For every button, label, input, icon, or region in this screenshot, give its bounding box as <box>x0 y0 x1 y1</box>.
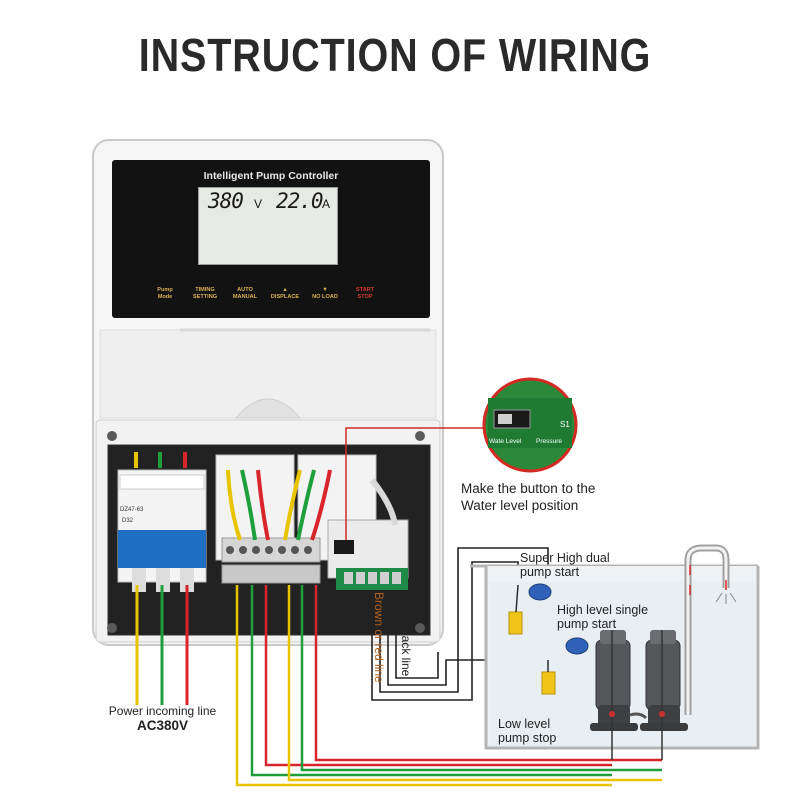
float-switches <box>508 583 589 695</box>
circuit-breaker <box>117 469 207 592</box>
displace-button[interactable]: ▲ DISPLACE <box>270 287 300 300</box>
down-arrow-icon: ▼ <box>322 287 328 293</box>
black-line-label: Black line <box>399 625 413 677</box>
switch-id-label: S1 <box>560 420 570 429</box>
high-level-note: High level single pump start <box>557 603 649 631</box>
submersible-pumps <box>590 630 688 760</box>
lcd-screen <box>198 187 338 265</box>
page-title: INSTRUCTION OF WIRING <box>138 29 652 81</box>
timing-setting-button[interactable]: TIMING SETTING <box>192 287 218 300</box>
control-board <box>327 478 409 590</box>
pressure-label: Pressure <box>536 438 563 445</box>
power-note: Power incoming line AC380V <box>108 704 217 733</box>
contactors <box>215 454 377 584</box>
start-stop-button[interactable]: START STOP <box>355 287 375 300</box>
water-level-label: Wate Level <box>489 438 522 445</box>
no-load-button[interactable]: ▼ NO LOAD <box>310 287 340 305</box>
controller-name: Intelligent Pump Controller <box>203 170 339 182</box>
breaker-rating: D32 <box>122 518 134 524</box>
switch-note: Make the button to the Water level posit… <box>461 481 596 513</box>
current-readout: 22.0 <box>276 189 324 213</box>
voltage-readout: 380 <box>208 189 244 213</box>
switch-magnifier <box>482 377 578 473</box>
current-unit: A <box>322 197 331 211</box>
breaker-model: DZ47-63 <box>120 507 144 513</box>
up-arrow-icon: ▲ <box>282 287 288 293</box>
super-high-note: Super High dual pump start <box>520 551 610 579</box>
auto-manual-button[interactable]: AUTO MANUAL <box>232 287 258 300</box>
low-level-note: Low level pump stop <box>498 717 557 745</box>
brown-line-label: Brown or red line <box>372 592 386 683</box>
voltage-unit: V <box>254 197 263 211</box>
pump-mode-button[interactable]: Pump Mode <box>157 287 173 300</box>
